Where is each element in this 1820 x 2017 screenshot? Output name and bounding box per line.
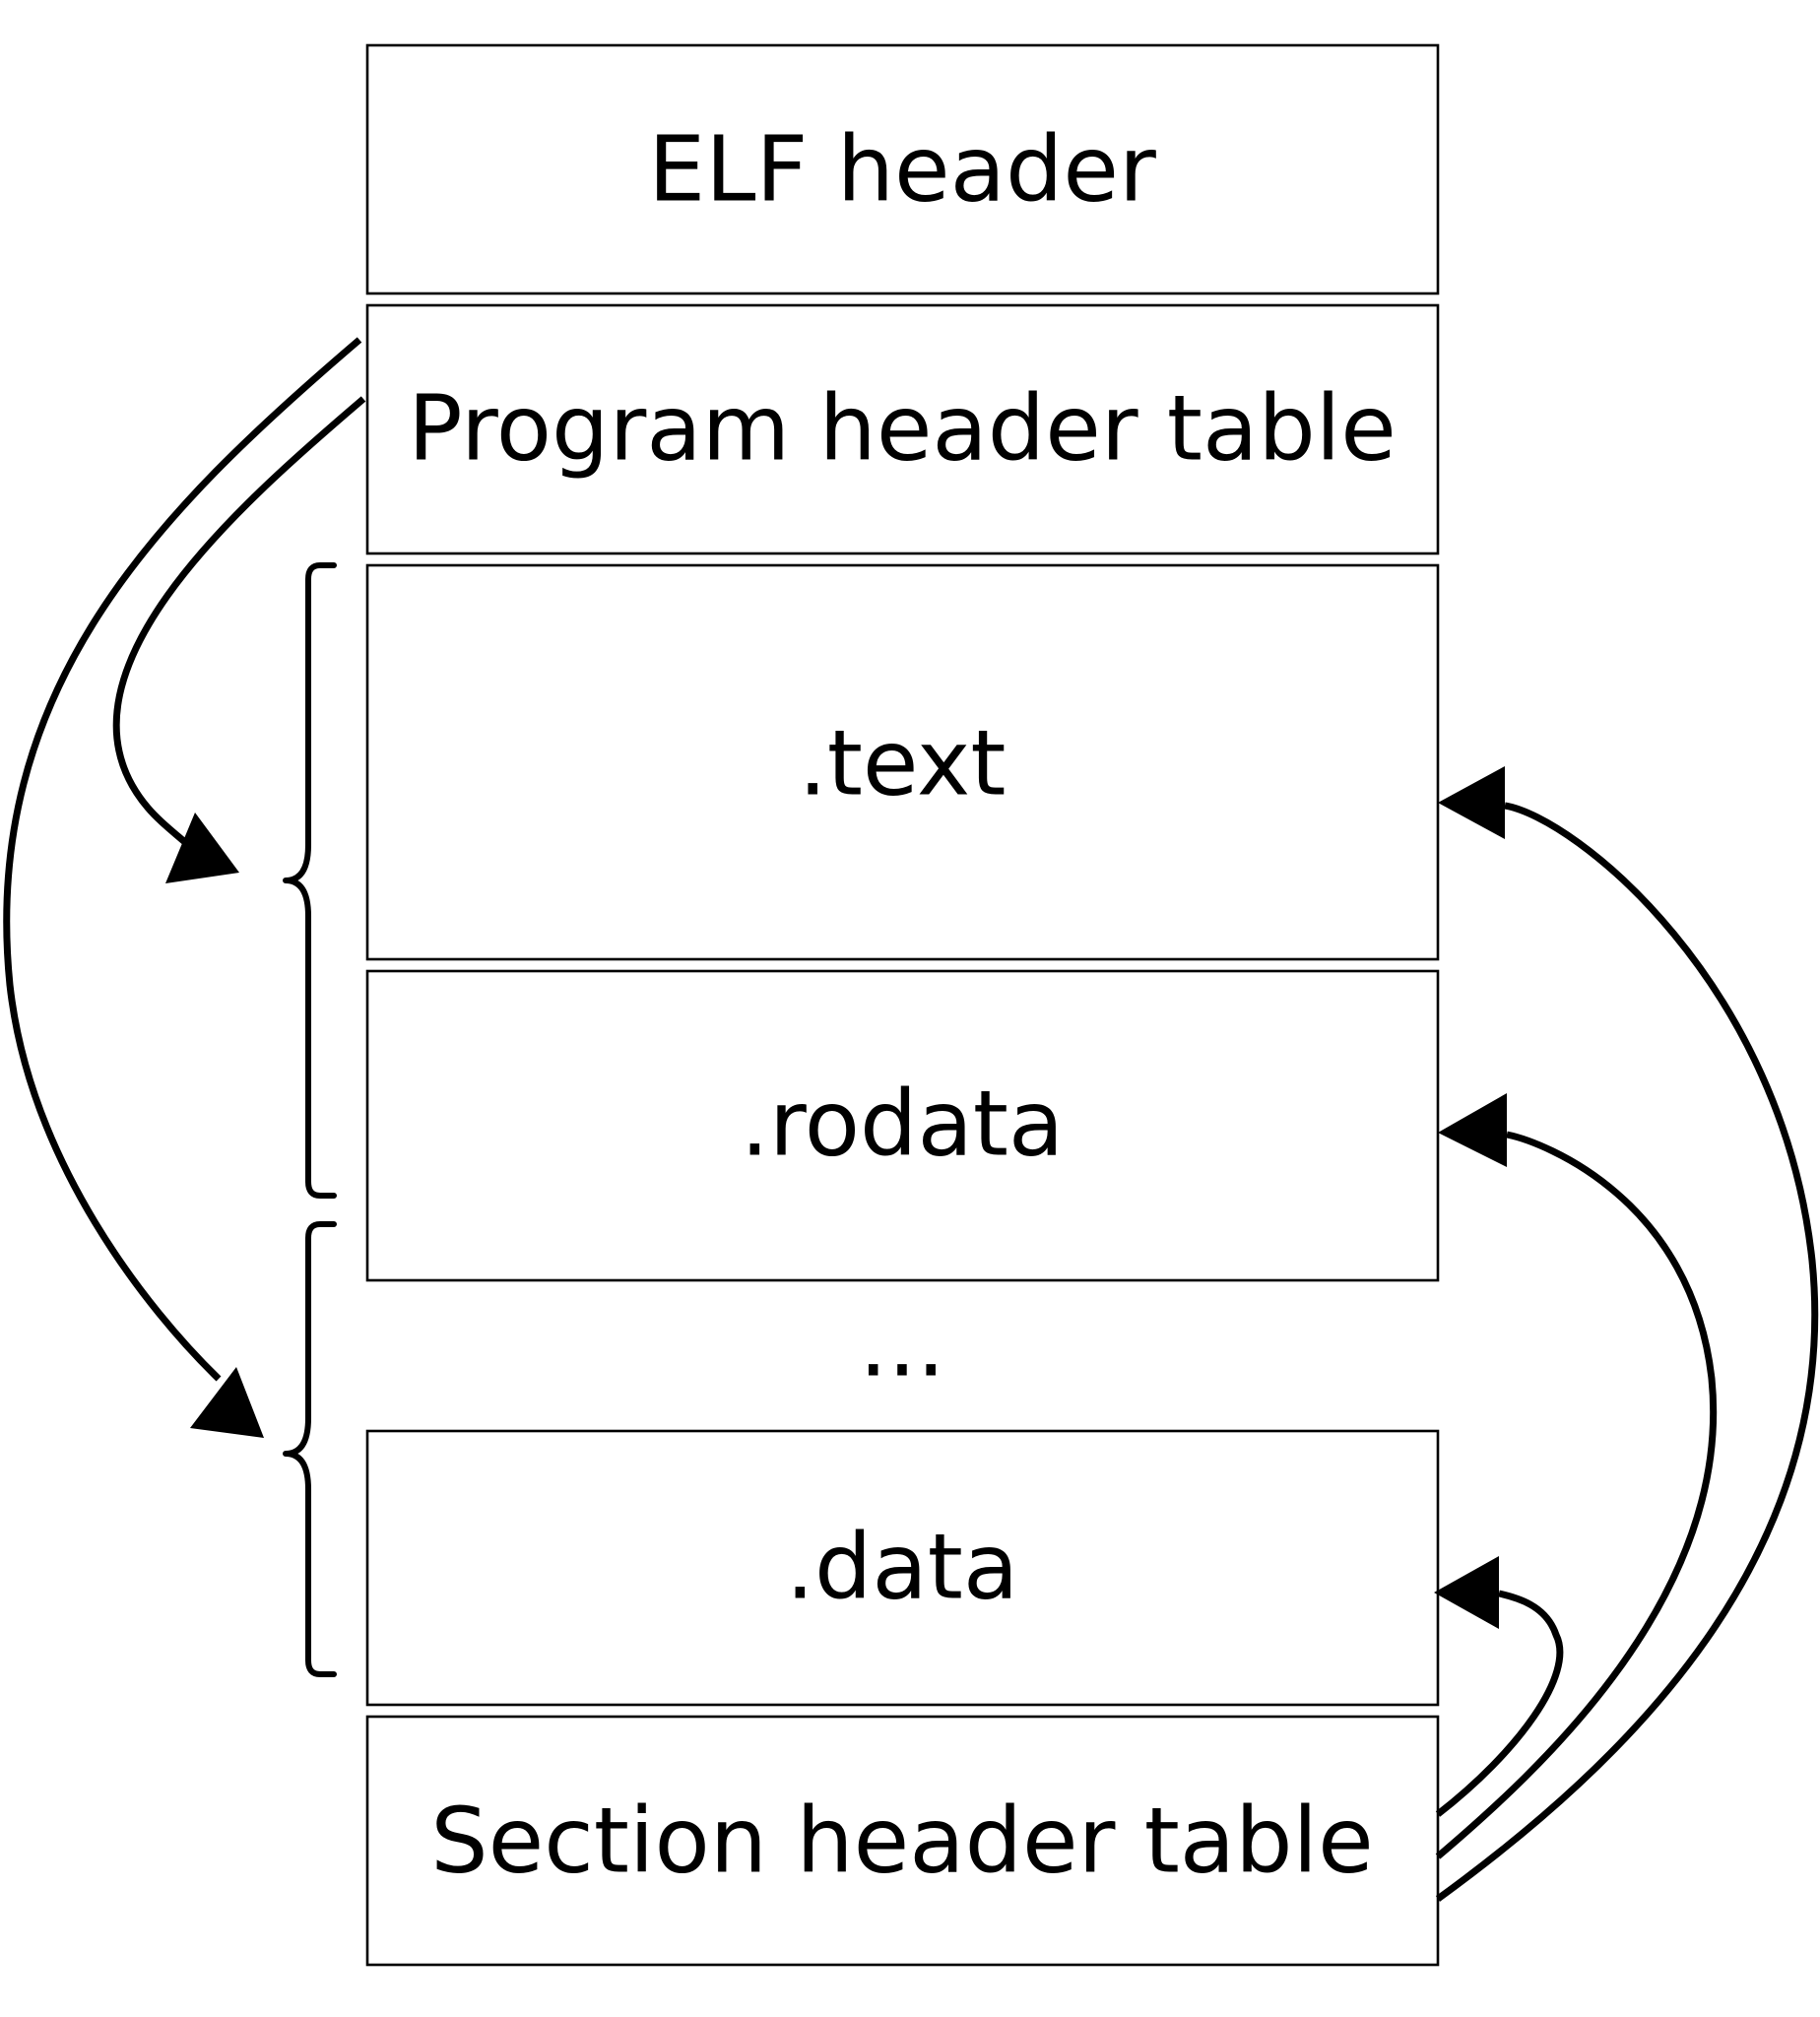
arrow-section-header-to-data bbox=[1435, 1590, 1564, 1817]
arrow-head-segment-upper bbox=[165, 813, 239, 883]
ellipsis-label: ... bbox=[859, 1292, 945, 1398]
arrow-section-header-to-rodata bbox=[1435, 1131, 1718, 1859]
block-label-program-header-table: Program header table bbox=[408, 376, 1397, 482]
block-label-text: .text bbox=[799, 711, 1007, 816]
arrow-head-text bbox=[1438, 766, 1505, 839]
block-text: .text bbox=[365, 563, 1440, 961]
block-section-header-table: Section header table bbox=[365, 1715, 1440, 1967]
block-elf-header: ELF header bbox=[365, 43, 1440, 295]
block-label-data: .data bbox=[786, 1515, 1018, 1620]
arrow-head-segment-lower bbox=[190, 1367, 264, 1438]
arrow-program-header-to-segment-upper bbox=[112, 396, 366, 847]
arrow-head-rodata bbox=[1438, 1093, 1507, 1167]
arrow-section-header-to-text bbox=[1435, 802, 1819, 1902]
segment-brace-upper bbox=[283, 562, 337, 1199]
block-program-header-table: Program header table bbox=[365, 303, 1440, 555]
block-data: .data bbox=[365, 1429, 1440, 1707]
block-label-section-header-table: Section header table bbox=[430, 1789, 1373, 1894]
block-rodata: .rodata bbox=[365, 969, 1440, 1282]
arrow-program-header-to-segment-lower bbox=[3, 337, 362, 1382]
block-label-elf-header: ELF header bbox=[648, 117, 1156, 223]
block-label-rodata: .rodata bbox=[741, 1072, 1065, 1177]
segment-brace-lower bbox=[283, 1221, 337, 1677]
arrow-head-data bbox=[1434, 1556, 1499, 1629]
